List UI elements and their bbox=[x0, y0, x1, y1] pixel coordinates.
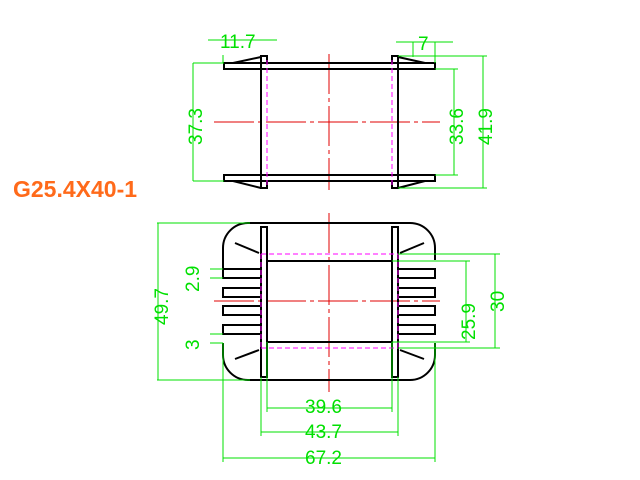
pin-stub bbox=[260, 55, 268, 64]
dim-49-7: 49.7 bbox=[152, 288, 173, 325]
dim-33-6: 33.6 bbox=[447, 108, 468, 145]
dim-11-7: 11.7 bbox=[220, 32, 256, 53]
dim-43-7: 43.7 bbox=[305, 422, 342, 443]
part-number-title: G25.4X40-1 bbox=[13, 176, 138, 202]
taper bbox=[232, 56, 262, 64]
pin-stub bbox=[391, 55, 399, 64]
left-pins bbox=[222, 260, 262, 335]
slot bbox=[234, 349, 260, 360]
dim-67-2: 67.2 bbox=[305, 448, 342, 469]
bottom-view: 49.7 2.9 3 25.9 30 39.6 43.7 67.2 bbox=[152, 213, 509, 469]
dim-39-6: 39.6 bbox=[305, 397, 342, 418]
dim-7: 7 bbox=[418, 34, 429, 55]
dim-30: 30 bbox=[488, 291, 509, 312]
left-bar bbox=[260, 226, 268, 378]
slot bbox=[399, 349, 425, 360]
pin-stub bbox=[260, 180, 268, 189]
slot bbox=[399, 242, 425, 254]
pin-stub bbox=[391, 180, 399, 189]
dim-37-3: 37.3 bbox=[186, 108, 207, 145]
dim-41-9: 41.9 bbox=[476, 108, 497, 145]
dim-3: 3 bbox=[183, 339, 204, 350]
bottom-flange bbox=[223, 174, 436, 182]
taper bbox=[397, 180, 426, 189]
right-bar bbox=[391, 226, 399, 378]
dim-25-9: 25.9 bbox=[459, 303, 480, 340]
slot bbox=[234, 242, 260, 254]
top-flange bbox=[223, 62, 436, 70]
taper bbox=[232, 180, 262, 189]
dim-2-9: 2.9 bbox=[183, 266, 204, 292]
taper bbox=[397, 56, 426, 64]
top-view: 11.7 7 37.3 33.6 41.9 bbox=[186, 32, 497, 190]
